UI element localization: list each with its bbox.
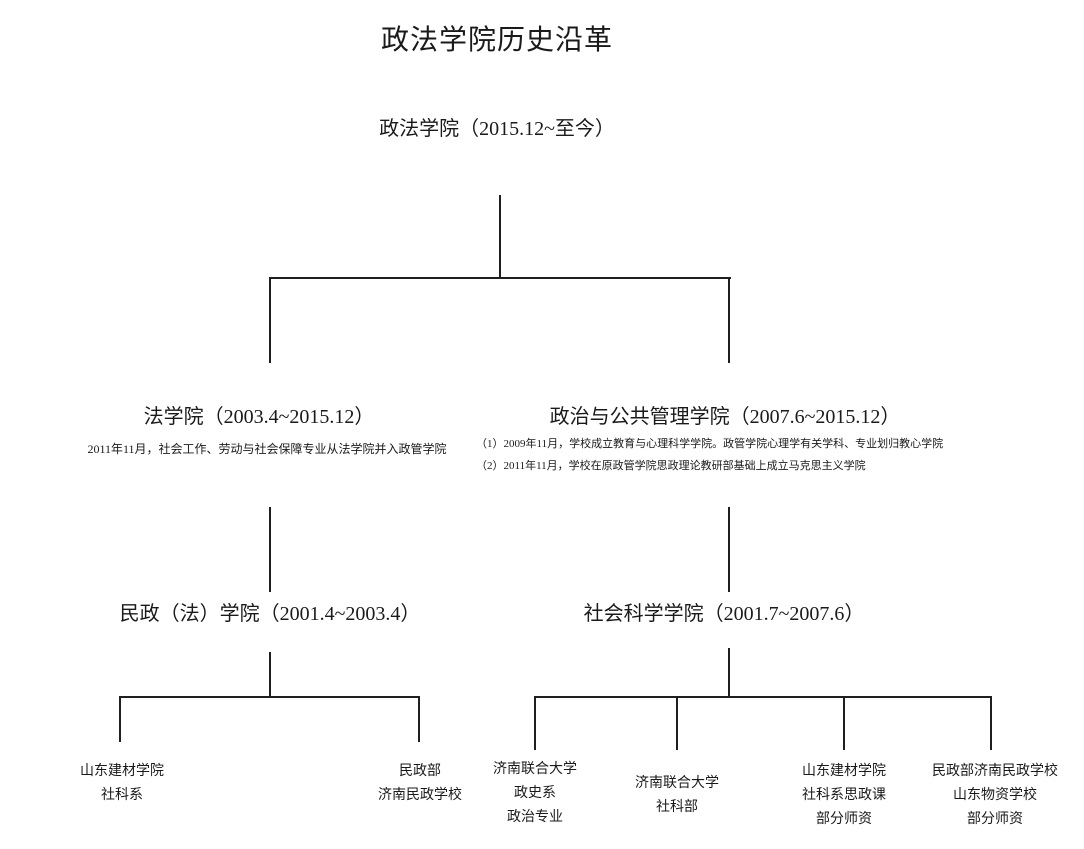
leaf-line: 部分师资 [816, 812, 872, 827]
leaf-line: 山东建材学院 [80, 764, 164, 779]
connector-law-to-minzheng-line [269, 507, 271, 592]
leaf-line: 济南联合大学 [635, 776, 719, 791]
connector-politics-to-social-line [728, 507, 730, 592]
connector-leaf2-drop-line [418, 696, 420, 742]
connector-minzheng-stem-line [269, 652, 271, 698]
leaf-line: 社科系 [101, 788, 143, 803]
connector-politics-drop-line [728, 277, 730, 363]
leaf-line: 济南联合大学 [493, 762, 577, 777]
leaf-line: 山东物资学校 [953, 788, 1037, 803]
connector-root-crossbar-line [270, 277, 731, 279]
connector-leaf6-drop-line [990, 696, 992, 750]
connector-leaf5-drop-line [843, 696, 845, 750]
leaf-line: 部分师资 [967, 812, 1023, 827]
note-zhengguan-1: （1）2009年11月，学校成立教育与心理科学学院。政管学院心理学有关学科、专业… [476, 438, 944, 450]
connector-minzheng-crossbar-line [119, 696, 420, 698]
leaf-line: 民政部 [399, 764, 441, 779]
leaf-line: 民政部济南民政学校 [932, 764, 1058, 779]
leaf-line: 社科部 [656, 800, 698, 815]
leaf-shandong-jiancai-sheke: 山东建材学院 社科系 [80, 760, 164, 808]
connector-root-stem-line [499, 195, 501, 279]
node-shehui-kexue-xueyuan: 社会科学学院（2001.7~2007.6） [583, 603, 865, 625]
page-title: 政法学院历史沿革 [380, 25, 614, 56]
leaf-minzheng-wuzi-shizi: 民政部济南民政学校 山东物资学校 部分师资 [932, 760, 1058, 832]
leaf-minzhengbu-jinan-minzheng: 民政部 济南民政学校 [378, 760, 462, 808]
connector-law-drop-line [269, 277, 271, 363]
leaf-line: 山东建材学院 [802, 764, 886, 779]
connector-leaf3-drop-line [534, 696, 536, 750]
leaf-line: 政治专业 [507, 810, 563, 825]
connector-social-stem-line [728, 648, 730, 698]
leaf-jinan-lianhe-zhengshi: 济南联合大学 政史系 政治专业 [493, 758, 577, 830]
connector-leaf4-drop-line [676, 696, 678, 750]
leaf-line: 社科系思政课 [802, 788, 886, 803]
note-fa-xueyuan: 2011年11月，社会工作、劳动与社会保障专业从法学院并入政管学院 [87, 442, 447, 456]
leaf-jinan-lianhe-sheke: 济南联合大学 社科部 [635, 772, 719, 820]
connector-social-crossbar-line [534, 696, 992, 698]
node-minzheng-xueyuan: 民政（法）学院（2001.4~2003.4） [119, 603, 421, 625]
leaf-shandong-jiancai-sizheng: 山东建材学院 社科系思政课 部分师资 [802, 760, 886, 832]
node-zhengfa-xueyuan: 政法学院（2015.12~至今） [379, 118, 615, 140]
node-fa-xueyuan: 法学院（2003.4~2015.12） [143, 406, 375, 428]
node-zhengguan-xueyuan: 政治与公共管理学院（2007.6~2015.12） [549, 406, 901, 428]
connector-leaf1-drop-line [119, 696, 121, 742]
leaf-line: 政史系 [514, 786, 556, 801]
leaf-line: 济南民政学校 [378, 788, 462, 803]
note-zhengguan-2: （2）2011年11月，学校在原政管学院思政理论教研部基础上成立马克思主义学院 [476, 460, 866, 472]
